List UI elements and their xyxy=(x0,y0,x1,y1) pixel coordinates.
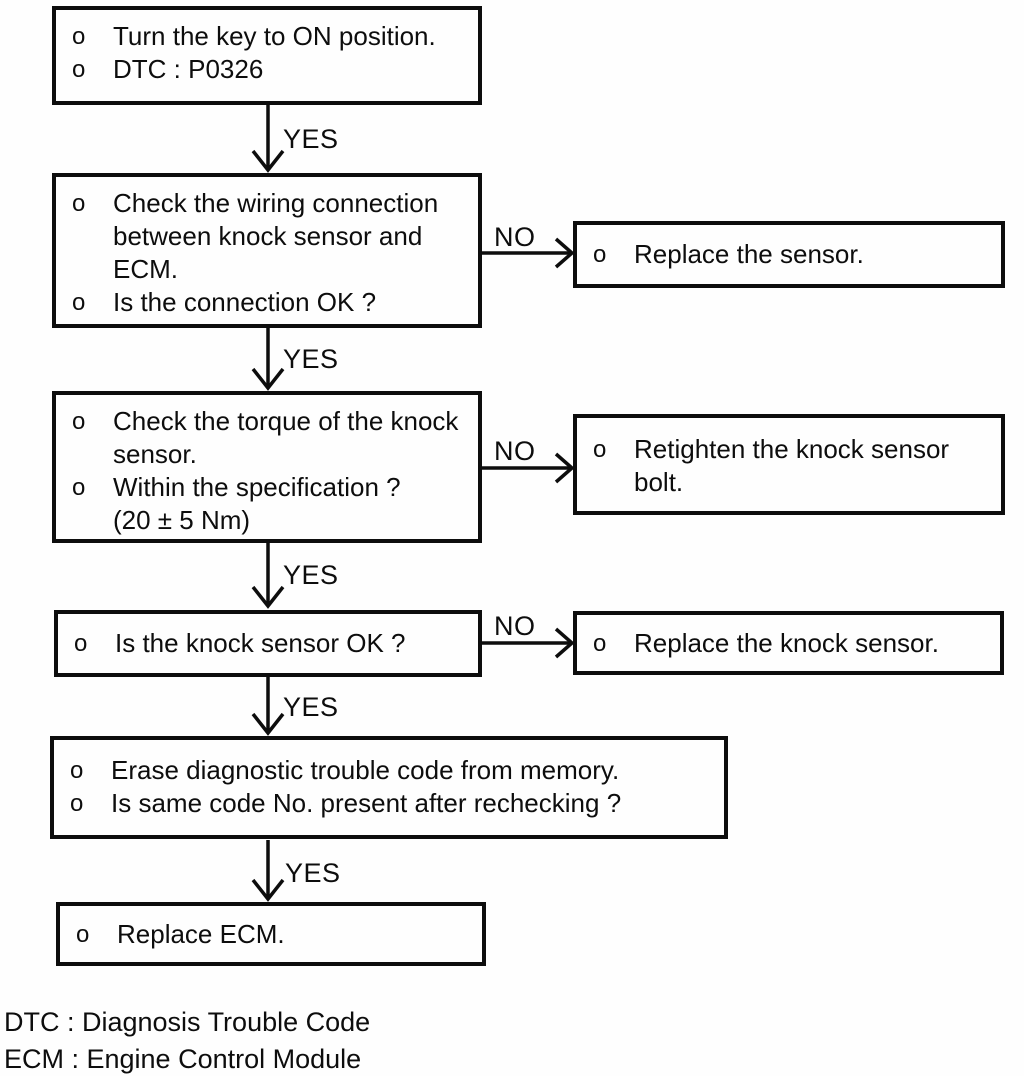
down-arrow-icon xyxy=(246,327,290,391)
bullet-marker: o xyxy=(593,241,607,268)
flow-line: o Turn the key to ON position. xyxy=(72,20,472,53)
flow-line: between knock sensor and xyxy=(72,220,472,253)
down-arrow-icon xyxy=(246,105,290,173)
flow-line: (20 ± 5 Nm) xyxy=(72,504,472,537)
down-arrow-icon xyxy=(246,840,290,902)
flow-box-retighten-bolt: o Retighten the knock sensor bolt. xyxy=(573,414,1005,515)
flow-line: o Is the knock sensor OK ? xyxy=(74,627,405,660)
step-text: ECM. xyxy=(113,254,178,284)
bullet-marker: o xyxy=(72,408,86,435)
bullet-marker: o xyxy=(72,289,86,316)
bullet-marker xyxy=(72,504,113,537)
step-text: between knock sensor and xyxy=(113,221,423,251)
action-text: bolt. xyxy=(634,467,684,497)
flow-line: o Erase diagnostic trouble code from mem… xyxy=(70,754,718,787)
flow-box-replace-sensor: o Replace the sensor. xyxy=(573,221,1005,288)
bullet-marker: o xyxy=(70,757,84,784)
footnote-dtc: DTC : Diagnosis Trouble Code xyxy=(4,1007,371,1037)
step-text: Is the knock sensor OK ? xyxy=(115,628,406,658)
bullet-marker xyxy=(72,220,113,253)
bullet-marker: o xyxy=(72,56,86,83)
flow-box-key-on: o Turn the key to ON position. o DTC : P… xyxy=(52,6,482,105)
bullet-marker xyxy=(72,253,113,286)
flow-line: o Replace ECM. xyxy=(76,918,285,951)
flow-line: o DTC : P0326 xyxy=(72,53,472,86)
action-text: Replace the sensor. xyxy=(634,239,864,269)
no-label: NO xyxy=(494,222,536,252)
bullet-marker: o xyxy=(72,190,86,217)
yes-label: YES xyxy=(283,344,339,374)
flow-line: o Retighten the knock sensor xyxy=(593,433,995,466)
flow-line: o Replace the sensor. xyxy=(593,238,864,271)
down-arrow-icon xyxy=(246,677,290,736)
flow-line: o Within the specification ? xyxy=(72,471,472,504)
yes-label: YES xyxy=(283,692,339,722)
yes-label: YES xyxy=(285,858,341,888)
flow-line: o Check the wiring connection xyxy=(72,187,472,220)
bullet-marker: o xyxy=(593,629,607,657)
step-text: Is the connection OK ? xyxy=(113,287,377,317)
flow-line: bolt. xyxy=(593,466,995,499)
bullet-marker: o xyxy=(70,790,84,817)
flow-box-erase-dtc: o Erase diagnostic trouble code from mem… xyxy=(50,736,728,839)
flow-line: o Replace the knock sensor. xyxy=(593,627,939,660)
right-arrow-icon xyxy=(481,448,575,488)
step-text: Replace ECM. xyxy=(117,918,285,949)
bullet-marker: o xyxy=(72,23,86,50)
flow-line: o Is the connection OK ? xyxy=(72,286,472,319)
bullet-marker xyxy=(72,438,113,471)
flow-line: o Is same code No. present after recheck… xyxy=(70,787,718,820)
no-label: NO xyxy=(494,611,536,641)
step-text: Within the specification ? xyxy=(113,472,401,502)
flow-box-check-wiring: o Check the wiring connection between kn… xyxy=(52,173,482,328)
bullet-marker xyxy=(593,466,634,499)
step-text: Check the torque of the knock xyxy=(113,406,459,436)
step-text: DTC : P0326 xyxy=(113,54,264,84)
flow-line: o Check the torque of the knock xyxy=(72,405,472,438)
legend: DTC : Diagnosis Trouble Code ECM : Engin… xyxy=(4,1004,370,1078)
step-text: Check the wiring connection xyxy=(113,188,439,218)
bullet-marker: o xyxy=(72,474,86,501)
down-arrow-icon xyxy=(246,542,290,609)
flow-box-replace-knock-sensor: o Replace the knock sensor. xyxy=(573,611,1004,675)
action-text: Replace the knock sensor. xyxy=(634,627,939,658)
flow-box-replace-ecm: o Replace ECM. xyxy=(56,902,486,966)
right-arrow-icon xyxy=(482,623,575,663)
flow-box-sensor-ok: o Is the knock sensor OK ? xyxy=(54,610,482,677)
step-text: Turn the key to ON position. xyxy=(113,21,436,51)
step-text: Erase diagnostic trouble code from memor… xyxy=(111,755,620,785)
yes-label: YES xyxy=(283,560,339,590)
yes-label: YES xyxy=(283,124,339,154)
bullet-marker: o xyxy=(76,920,90,948)
step-text: (20 ± 5 Nm) xyxy=(113,505,251,535)
step-text: Is same code No. present after recheckin… xyxy=(111,788,622,818)
flow-line: ECM. xyxy=(72,253,472,286)
bullet-marker: o xyxy=(74,630,88,657)
flow-line: sensor. xyxy=(72,438,472,471)
bullet-marker: o xyxy=(593,436,607,463)
action-text: Retighten the knock sensor xyxy=(634,434,950,464)
step-text: sensor. xyxy=(113,439,197,469)
flow-box-check-torque: o Check the torque of the knock sensor. … xyxy=(52,391,482,543)
footnote-ecm: ECM : Engine Control Module xyxy=(4,1044,362,1074)
no-label: NO xyxy=(494,436,536,466)
right-arrow-icon xyxy=(481,233,575,273)
